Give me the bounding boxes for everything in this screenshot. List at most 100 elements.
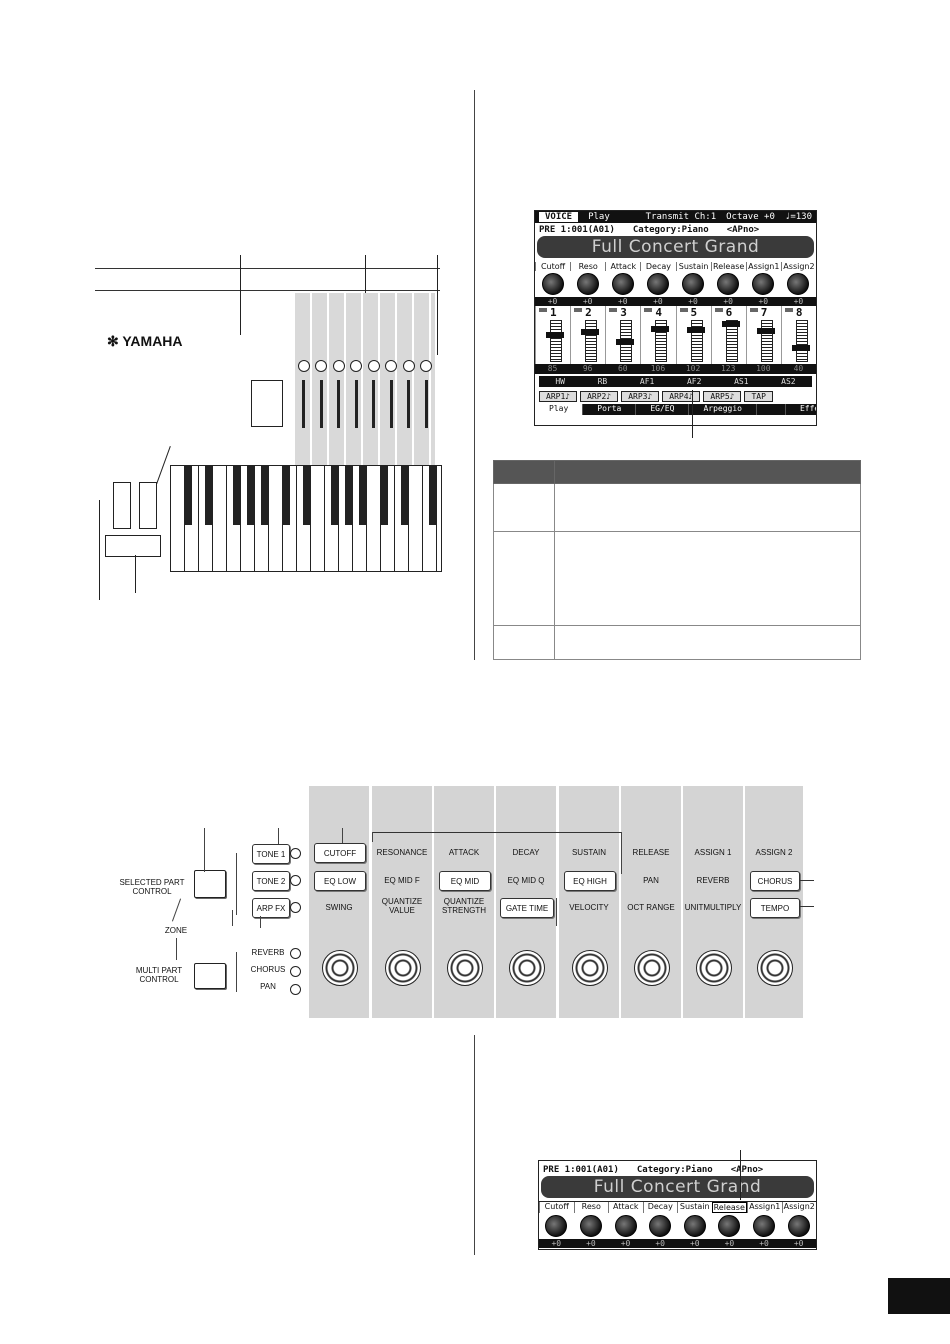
knob-5-icon[interactable] (572, 950, 608, 986)
release-label: RELEASE (632, 848, 670, 857)
knob-label-attack: Attack (608, 1202, 643, 1213)
knob-7-icon[interactable] (696, 950, 732, 986)
knob-value: +0 (547, 297, 558, 306)
lcd-knob-screen: PRE 1:001(A01) Category:Piano <APno> Ful… (538, 1160, 817, 1250)
eq-low-button[interactable]: EQ LOW (314, 871, 366, 891)
knob-label-assign1: Assign1 (745, 262, 781, 271)
column-divider-top (474, 90, 475, 660)
knob-label-release: Release (711, 1202, 747, 1213)
panel-edge-line-2 (95, 290, 440, 291)
eq-group-bracket-end (621, 832, 622, 874)
knob-label-sustain: Sustain (677, 1202, 712, 1213)
lcd-voice-play-screen: VOICE Play Transmit Ch:1 Octave +0 ♩=130… (534, 210, 817, 426)
tone1-led (290, 848, 301, 859)
multi-part-control-button[interactable] (194, 963, 226, 989)
slider-value: 96 (582, 364, 593, 373)
chorus-button[interactable]: CHORUS (750, 871, 800, 891)
slider-value: 106 (650, 364, 666, 373)
arp5-button[interactable]: ARP5♪ (703, 391, 742, 402)
tab-play[interactable]: Play (535, 404, 584, 415)
arp-fx-button[interactable]: ARP FX (252, 898, 290, 918)
knob-labels: Cutoff Reso Attack Decay Sustain Release… (539, 1201, 816, 1213)
knob-label-cutoff: Cutoff (539, 1202, 574, 1213)
knob-value: +0 (655, 1239, 665, 1248)
knob-icon (787, 273, 810, 295)
gate-time-button[interactable]: GATE TIME (500, 898, 554, 918)
slider-track (795, 320, 808, 362)
eq-mid-f-label: EQ MID F (384, 876, 420, 885)
part-number: 1 (550, 306, 557, 319)
tab-arpeggio[interactable]: Arpeggio (689, 404, 757, 415)
eq-mid-button[interactable]: EQ MID (439, 871, 491, 891)
callout-line (232, 910, 233, 926)
zone-connector (176, 938, 177, 960)
quantize-value-label: QUANTIZE VALUE (381, 897, 423, 915)
slider-track (585, 320, 598, 362)
arp1-button[interactable]: ARP1♪ (539, 391, 578, 402)
knob-2-icon[interactable] (385, 950, 421, 986)
knob-icon (646, 273, 669, 295)
slider-values: 85 96 60 106 102 123 100 40 (535, 364, 816, 374)
arp-fx-led (290, 902, 301, 913)
tab-effect[interactable]: Effect ▸ (786, 404, 816, 422)
knob-label-reso: Reso (570, 262, 605, 271)
knob-value: +0 (586, 1239, 596, 1248)
tab-porta[interactable]: Porta (583, 404, 637, 415)
selected-part-control-button[interactable] (194, 870, 226, 898)
knob-value: +0 (551, 1239, 562, 1248)
pan-label: PAN (260, 982, 276, 991)
knob-1-icon[interactable] (322, 950, 358, 986)
reverb-led (290, 948, 301, 959)
pitch-wheel (113, 482, 131, 529)
zone-label: ZONE (164, 926, 188, 935)
arp4-button[interactable]: ARP4♪ (662, 391, 701, 402)
reverb-label: REVERB (251, 948, 285, 957)
tone1-button[interactable]: TONE 1 (252, 844, 290, 864)
arp3-button[interactable]: ARP3♪ (621, 391, 660, 402)
part-number: 8 (795, 306, 803, 319)
eq-group-bracket (372, 832, 622, 833)
callout-line (365, 255, 366, 305)
chorus-label: CHORUS (250, 965, 286, 974)
part-led (539, 308, 547, 312)
lcd-callout-line (692, 390, 693, 438)
program-row: PRE 1:001(A01) Category:Piano <APno> (535, 223, 816, 236)
part-slider: 4 (640, 306, 675, 364)
slider-value: 102 (685, 364, 701, 373)
octave-value: Octave +0 (726, 212, 775, 222)
knob-8-icon[interactable] (757, 950, 793, 986)
arp-button-row: ARP1♪ ARP2♪ ARP3♪ ARP4♪ ARP5♪ TAP (535, 389, 816, 404)
knob-4-icon[interactable] (509, 950, 545, 986)
tap-button[interactable]: TAP (744, 391, 773, 402)
assign2-label: ASSIGN 2 (755, 848, 793, 857)
callout-line (260, 916, 261, 928)
table-header-cell (554, 460, 861, 484)
knob-3-icon[interactable] (447, 950, 483, 986)
part-slider: 2 (570, 306, 605, 364)
ribbon-controller (105, 535, 161, 557)
slider-cap (616, 339, 635, 346)
category-short: <APno> (726, 224, 760, 235)
tempo-value: ♩=130 (784, 212, 812, 222)
part-slider: 1 (535, 306, 570, 364)
cutoff-button[interactable]: CUTOFF (314, 843, 366, 863)
knob-label-reso: Reso (573, 1202, 609, 1213)
slider-cap (721, 321, 740, 328)
lcd-callout-line (740, 1150, 741, 1200)
arp2-button[interactable]: ARP2♪ (580, 391, 619, 402)
knob-6-icon[interactable] (634, 950, 670, 986)
lcd-slider-row: 1 2 3 4 5 6 7 8 (535, 306, 816, 364)
velocity-label: VELOCITY (569, 903, 609, 912)
tab-eg-eq[interactable]: EG/EQ (636, 404, 690, 415)
tone2-led (290, 875, 301, 886)
tone2-button[interactable]: TONE 2 (252, 871, 290, 891)
reverb-knob-label: REVERB (696, 876, 730, 885)
part-led (644, 308, 653, 312)
eq-group-bracket-start (372, 832, 373, 842)
slider-cap (546, 331, 564, 338)
knob-value: +0 (620, 1239, 631, 1248)
tempo-button[interactable]: TEMPO (750, 898, 800, 918)
eq-high-button[interactable]: EQ HIGH (564, 871, 616, 891)
knob-value: +0 (759, 1239, 769, 1248)
knob-icon (682, 273, 705, 295)
